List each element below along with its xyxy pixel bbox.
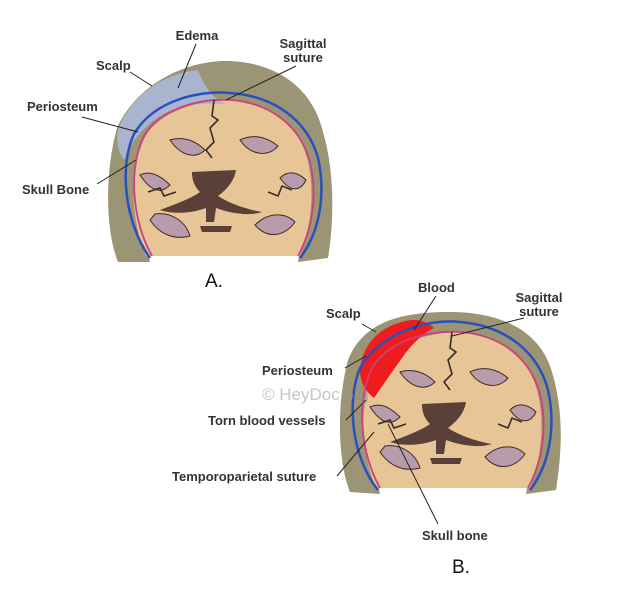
label-b-periosteum: Periosteum (262, 363, 333, 378)
label-a-periosteum: Periosteum (27, 99, 98, 114)
panel-a-ventricles (160, 170, 262, 222)
panel-a-sagittal-suture (204, 99, 220, 159)
label-a-scalp: Scalp (96, 58, 131, 73)
panel-b-periosteum (361, 330, 545, 489)
label-a-sagittal-line1: Sagittal (279, 36, 327, 51)
leader-lines (81, 43, 525, 525)
label-b-temporoparietal-suture: Temporoparietal suture (172, 469, 317, 484)
panel-b-blood (360, 320, 434, 398)
label-a-skull-bone: Skull Bone (22, 182, 90, 197)
panel-a-illustration (108, 60, 333, 262)
label-b-torn-vessels: Torn blood vessels (208, 413, 326, 428)
panel-a-skull-outline (124, 91, 323, 259)
label-a-sagittal-suture: Sagittal suture (268, 37, 338, 65)
panel-b-illustration (339, 312, 561, 494)
label-b-sagittal-suture: Sagittal suture (502, 291, 576, 319)
watermark: © HeyDoc.org (262, 385, 370, 404)
label-a-edema: Edema (175, 28, 219, 43)
label-b-sagittal-line2: suture (519, 304, 559, 319)
panel-a-edema (117, 70, 226, 160)
panel-a-periosteum (133, 98, 315, 257)
panel-b-tag: B. (452, 557, 470, 578)
panel-b-skull-outline (351, 320, 553, 491)
label-b-scalp: Scalp (326, 306, 361, 321)
label-b-sagittal-line1: Sagittal (515, 290, 563, 305)
panel-b-sagittal-suture (442, 331, 458, 391)
panel-b-sulci (369, 368, 537, 470)
label-a-sagittal-line2: suture (283, 50, 323, 65)
panel-a-sulci (139, 136, 307, 238)
label-b-blood: Blood (418, 280, 455, 295)
panel-a-tag: A. (205, 271, 223, 292)
label-b-skull-bone: Skull bone (422, 528, 488, 543)
panel-b-ventricles (390, 402, 492, 454)
